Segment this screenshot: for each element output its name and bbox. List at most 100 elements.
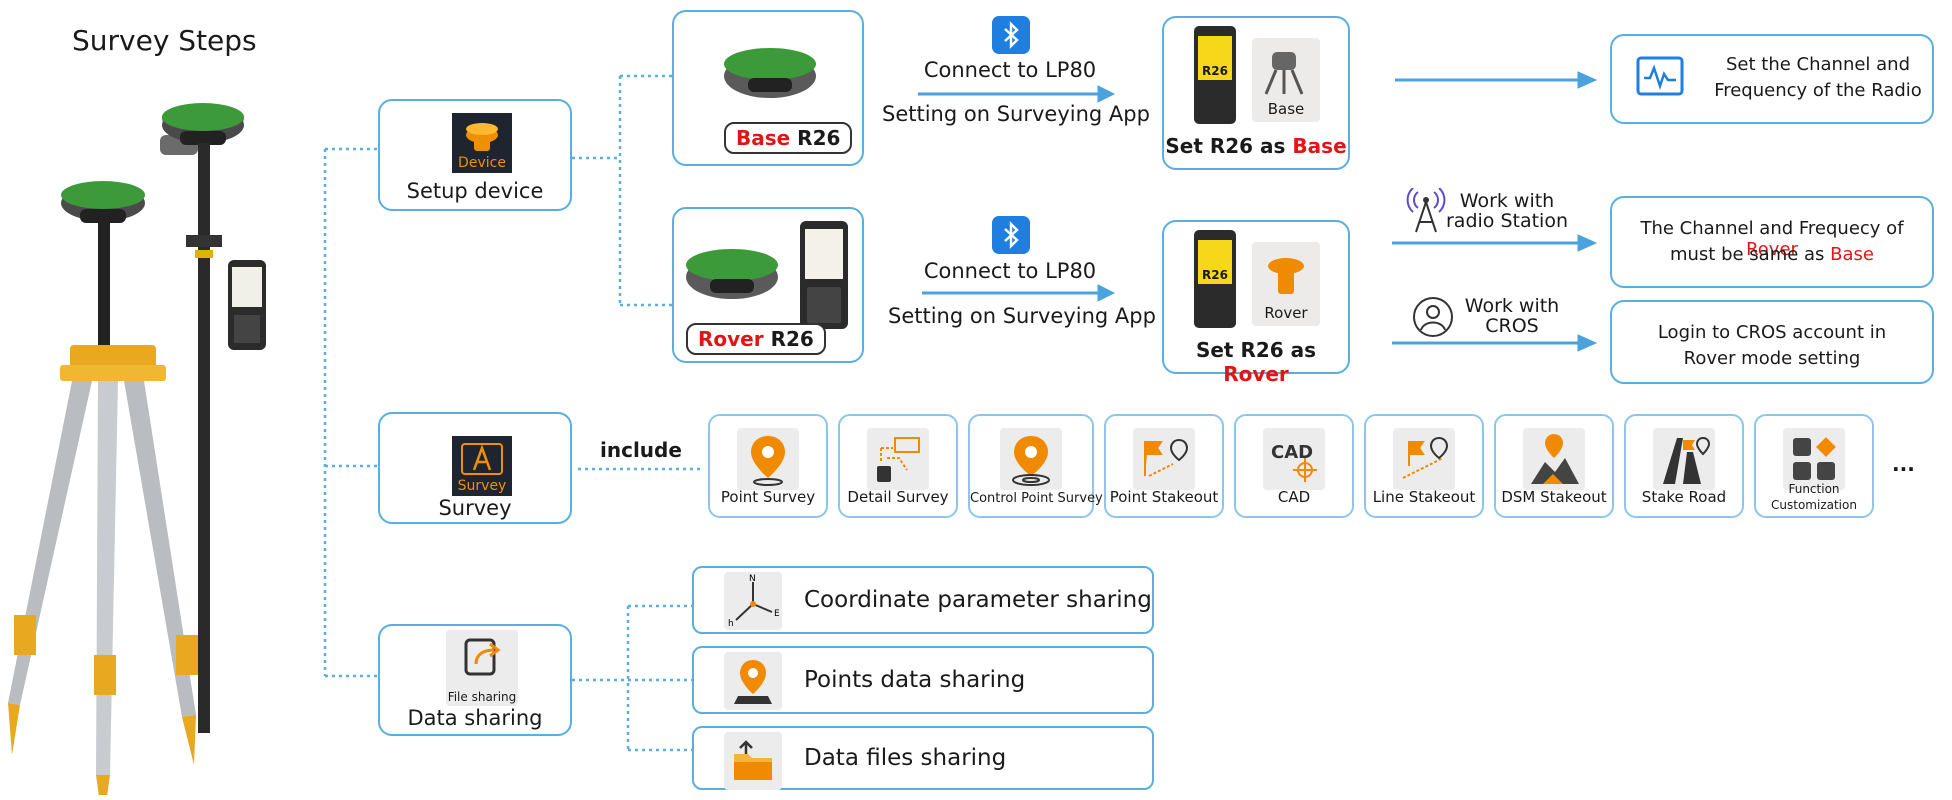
function-customization[interactable]: Function Customization [1754,414,1874,518]
function-detail-survey[interactable]: Detail Survey [838,414,958,518]
file-sharing-icon: File sharing [446,630,518,706]
more-ellipsis: ... [1892,452,1915,476]
device-icon-text: Device [458,155,506,171]
function-label: Detail Survey [847,488,949,506]
rover-device-box: Rover R26 [672,207,864,363]
result-same-red1: Rover [1746,239,1798,260]
waveform-icon [1636,56,1684,96]
svg-text:CAD: CAD [1271,442,1313,463]
function-label-line2: Customization [1771,498,1857,512]
rover-connect-line2: Setting on Surveying App [888,304,1156,328]
setup-device-node[interactable]: Device Setup device [378,99,572,211]
result-same-line2: must be same as Base [1612,244,1932,265]
share-label: Coordinate parameter sharing [804,587,1152,613]
result-cros-box: Login to CROS account in Rover mode sett… [1610,300,1934,384]
function-label: Point Stakeout [1109,488,1219,506]
base-phone-image: R26 [1194,26,1236,124]
set-base-mode: Base [1292,134,1347,158]
files-sharing-item[interactable]: Data files sharing [692,726,1154,790]
detail-survey-icon [867,428,929,490]
radio-option-line2: radio Station [1446,210,1569,232]
cros-option-line1: Work with [1464,295,1560,317]
point-stakeout-icon [1133,428,1195,490]
function-grid-icon [1783,428,1845,490]
rover-mode-label: Rover [1264,304,1308,322]
include-label: include [600,438,682,462]
function-label: Control Point Survey [970,491,1103,506]
file-sharing-icon-text: File sharing [447,690,517,704]
base-mode-icon: Base [1252,38,1320,122]
rover-phone-text: R26 [1202,268,1228,282]
function-line-stakeout[interactable]: Line Stakeout [1364,414,1484,518]
base-badge-suffix: R26 [790,126,841,150]
survey-label: Survey [438,496,512,520]
radio-tower-icon [1406,188,1446,233]
base-device-box: Base R26 [672,10,864,166]
result-cros-line2: Rover mode setting [1683,348,1861,369]
base-connect-line1: Connect to LP80 [923,58,1097,82]
survey-node[interactable]: Survey Survey [378,412,572,524]
function-cad[interactable]: CAD CAD [1234,414,1354,518]
stake-road-icon [1653,428,1715,490]
result-cros-line1: Login to CROS account in [1657,322,1887,343]
function-point-stakeout[interactable]: Point Stakeout [1104,414,1224,518]
svg-text:N: N [749,574,756,584]
radio-option-line1: Work with [1459,190,1555,212]
set-base-caption: Set R26 as Base [1164,134,1348,158]
page-title: Survey Steps [72,24,257,57]
result-radio-line2: Frequency of the Radio [1714,80,1922,101]
base-receiver-image [724,48,816,98]
share-label: Points data sharing [804,667,1026,693]
result-same-box: The Channel and Frequecy of Rover must b… [1610,196,1934,288]
gear-icon: R26 [1198,36,1232,80]
function-label: Line Stakeout [1372,488,1476,506]
set-rover-caption: Set R26 as Rover [1164,338,1348,386]
map-pin-icon [737,428,799,490]
result-radio-line1: Set the Channel and [1725,54,1911,75]
result-same-red2: Base [1830,244,1875,265]
data-sharing-label: Data sharing [407,706,543,730]
points-sharing-item[interactable]: Points data sharing [692,646,1154,714]
function-control-point-survey[interactable]: Control Point Survey [968,414,1103,518]
function-label-line1: Function [1788,482,1840,496]
function-dsm-stakeout[interactable]: DSM Stakeout [1494,414,1614,518]
function-label: Point Survey [720,488,816,506]
bluetooth-icon [992,16,1030,54]
user-icon [1413,297,1453,337]
result-same-prefix1: The Channel and Frequecy of [1640,218,1904,239]
base-badge: Base R26 [724,122,853,154]
function-label: CAD [1277,488,1311,506]
setup-device-label: Setup device [406,179,544,203]
cros-option-line2: CROS [1485,315,1539,337]
rover-badge-suffix: R26 [763,327,814,351]
controller-image [800,221,848,329]
rover-badge: Rover R26 [686,323,826,355]
survey-icon-text: Survey [457,478,507,494]
survey-icon: Survey [452,436,512,496]
set-rover-prefix: Set R26 as [1195,338,1317,362]
result-same-line1: The Channel and Frequecy of Rover [1612,218,1932,260]
function-label: DSM Stakeout [1501,488,1607,506]
line-stakeout-icon [1393,428,1455,490]
rover-mode-icon: Rover [1252,242,1320,326]
svg-text:E: E [774,609,780,619]
set-rover-box: R26 Rover Set R26 as Rover [1162,220,1350,386]
share-label: Data files sharing [804,745,1007,771]
rover-connect-line1: Connect to LP80 [923,259,1097,283]
base-mode-label: Base [1267,100,1305,118]
equipment-illustration [8,103,266,795]
rover-badge-prefix: Rover [698,327,764,351]
folder-upload-icon [724,732,782,790]
set-base-box: R26 Base Set R26 as Base [1162,16,1350,170]
svg-text:h: h [728,619,734,629]
data-sharing-node[interactable]: File sharing Data sharing [378,624,572,736]
function-point-survey[interactable]: Point Survey [708,414,828,518]
function-label: Stake Road [1641,488,1727,506]
gear-icon: R26 [1198,240,1232,284]
result-same-prefix2: must be same as [1669,244,1831,265]
cad-icon: CAD [1263,428,1325,490]
function-stake-road[interactable]: Stake Road [1624,414,1744,518]
base-badge-prefix: Base [736,126,791,150]
